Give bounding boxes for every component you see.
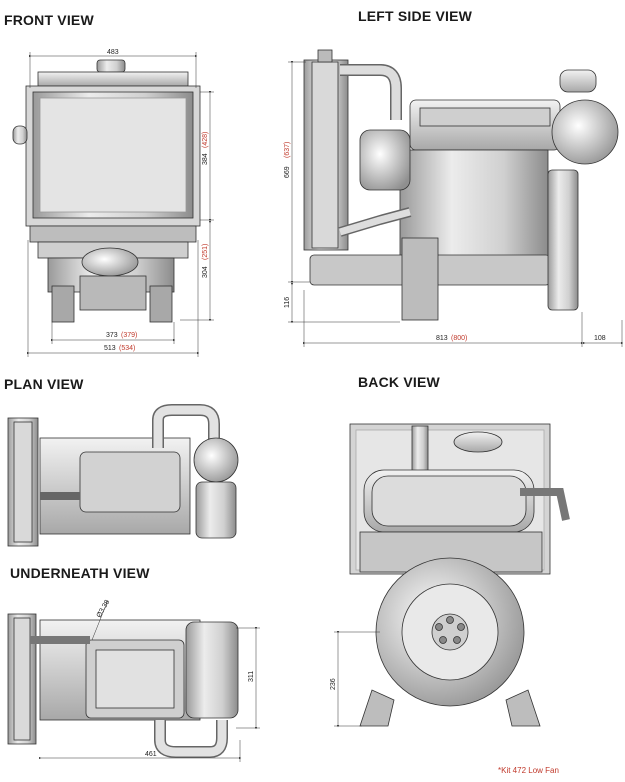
underneath-view-drawing — [7, 613, 239, 758]
front-view-title: FRONT VIEW — [4, 12, 94, 28]
left-side-view-drawing — [303, 49, 619, 321]
front-view-dimensions — [26, 52, 214, 357]
footnote-low-fan: *Kit 472 Low Fan — [498, 766, 559, 775]
dim-side-116: 116 — [284, 297, 291, 308]
underneath-view-dimensions — [38, 599, 260, 762]
back-view-drawing — [349, 423, 570, 727]
dim-side-800: (800) — [451, 335, 467, 342]
dim-side-637: (637) — [284, 142, 291, 158]
dim-front-513: 513 — [104, 345, 116, 352]
dim-under-diameter: Ø3.38 — [96, 599, 112, 619]
dim-front-251: (251) — [202, 244, 209, 260]
dim-side-108: 108 — [594, 335, 606, 342]
dim-under-461: 461 — [145, 751, 157, 758]
dim-under-311: 311 — [248, 671, 255, 682]
back-view-title: BACK VIEW — [358, 374, 440, 390]
dim-back-236: 236 — [330, 678, 337, 690]
dim-front-428: (428) — [202, 132, 209, 148]
dim-front-534: (534) — [119, 345, 135, 352]
dim-front-373: 373 — [106, 332, 118, 339]
dim-front-384: 384 — [202, 153, 209, 165]
dim-front-304: 304 — [202, 266, 209, 278]
front-view-drawing — [12, 59, 201, 323]
dim-side-669: 669 — [284, 166, 291, 178]
left-side-view-dimensions — [288, 60, 624, 347]
plan-view-drawing — [7, 404, 239, 547]
left-side-view-title: LEFT SIDE VIEW — [358, 8, 473, 24]
plan-view-title: PLAN VIEW — [4, 376, 84, 392]
dim-front-379: (379) — [121, 332, 137, 339]
dim-front-483: 483 — [107, 49, 119, 56]
back-view-dimensions — [334, 630, 380, 728]
dim-side-813: 813 — [436, 335, 448, 342]
underneath-view-title: UNDERNEATH VIEW — [10, 565, 150, 581]
